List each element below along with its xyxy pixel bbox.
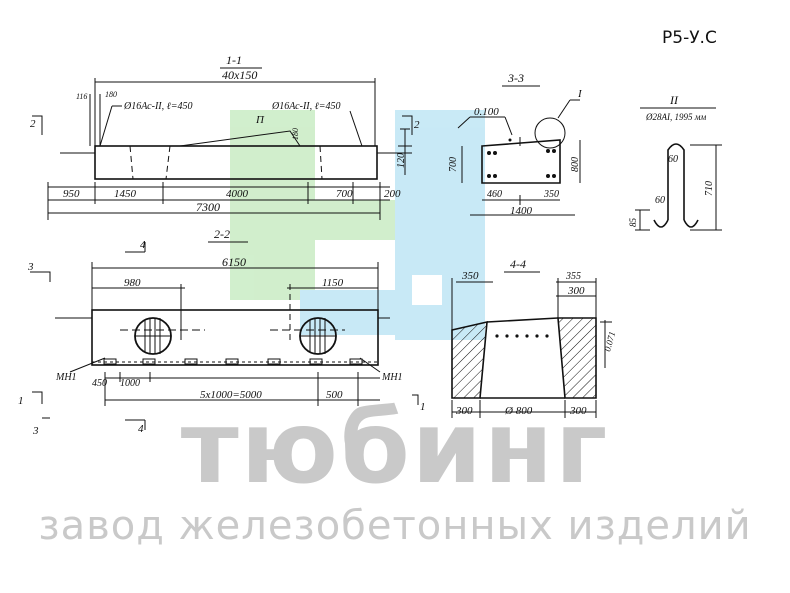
dim-500: 500	[326, 389, 343, 401]
section-3-3-rebars	[487, 138, 556, 178]
dim-1400: 1400	[510, 205, 533, 217]
dim-180-left: 180	[105, 90, 117, 99]
dim-980: 980	[124, 277, 141, 289]
dim-200: 200	[384, 188, 401, 200]
section-3-3-title: 3-3	[507, 71, 524, 85]
section-4-4-rebars	[495, 334, 549, 338]
dim-6150: 6150	[222, 255, 246, 269]
dim-180-right: 180	[291, 128, 300, 140]
dim-4000: 4000	[226, 188, 249, 200]
dim-700: 700	[336, 188, 353, 200]
dim-350-3-3: 350	[543, 189, 559, 200]
inspection-hole-left	[134, 317, 172, 355]
logo-blue-bar	[300, 290, 485, 335]
beam-2-2-body	[91, 309, 379, 366]
dim-350-4-4: 350	[461, 270, 479, 282]
node-II-label: П	[255, 114, 265, 126]
dim-120: 120	[396, 153, 407, 168]
dim-5x1000: 5х1000=5000	[200, 389, 262, 401]
cut-marker-3-bottom: 3	[32, 425, 39, 437]
section-1-1-title: 1-1	[226, 53, 242, 67]
dim-1000: 1000	[120, 378, 140, 389]
wall-left-hatched	[451, 320, 488, 399]
dim-7300: 7300	[196, 200, 220, 214]
dim-diameter-800: Ø 800	[504, 405, 533, 417]
cut-marker-4-top: 4	[140, 239, 146, 251]
drawing-code: Р5-У.С	[662, 28, 717, 48]
dim-460: 460	[487, 189, 502, 200]
logo-green-bar	[230, 200, 420, 240]
cut-marker-2-right: 2	[414, 119, 420, 131]
detail-II-spec: Ø28АI, 1995 мм	[645, 112, 706, 122]
dim-300-right: 300	[569, 405, 587, 417]
dim-700-3-3: 700	[448, 157, 459, 172]
rebar-loop	[667, 143, 685, 220]
dim-300-left: 300	[455, 405, 473, 417]
cut-marker-1-right: 1	[420, 401, 426, 413]
cut-marker-2-left: 2	[30, 118, 36, 130]
wall-right-hatched	[557, 317, 597, 399]
dim-300-top: 300	[567, 285, 585, 297]
dim-1450: 1450	[114, 188, 137, 200]
section-3-3	[457, 99, 581, 216]
section-4-4	[451, 278, 612, 418]
logo-white-cut	[412, 275, 442, 305]
section-2-2	[30, 242, 419, 430]
node-I-label: I	[577, 88, 583, 100]
cut-marker-4-bottom: 4	[138, 423, 144, 435]
embedded-plates-row	[103, 358, 363, 365]
level-mark: 0.100	[474, 106, 499, 118]
rebar-right-label: Ø16Ас-II, ℓ=450	[271, 101, 341, 112]
detail-II-title: II	[669, 93, 679, 107]
beam-1-1-body	[94, 145, 378, 180]
cut-marker-1-left: 1	[18, 395, 24, 407]
dim-710: 710	[704, 181, 715, 196]
section-1-1	[32, 78, 413, 220]
dim-355: 355	[565, 271, 581, 282]
dim-800-3-3: 800	[570, 157, 581, 172]
dim-60-top: 60	[668, 154, 678, 165]
dim-450: 450	[92, 378, 107, 389]
insert-mn1-right: МН1	[381, 372, 403, 383]
node-I-circle	[534, 117, 566, 149]
dim-60-bottom: 60	[655, 195, 665, 206]
section-3-3-outline	[481, 139, 561, 184]
section-1-1-size: 40х150	[222, 68, 257, 82]
dim-116: 116	[76, 92, 87, 101]
inspection-hole-right	[299, 317, 337, 355]
rebar-left-label: Ø16Ас-II, ℓ=450	[123, 101, 193, 112]
watermark-tagline: завод железобетонных изделий	[38, 503, 752, 549]
dim-85: 85	[628, 218, 638, 228]
insert-mn1-left: МН1	[55, 372, 77, 383]
watermark-brand: тюбинг	[180, 389, 610, 506]
section-4-4-title: 4-4	[510, 257, 526, 271]
watermark-logo	[230, 110, 485, 340]
dim-950: 950	[63, 188, 80, 200]
dim-1150: 1150	[322, 277, 344, 289]
detail-II	[635, 143, 722, 231]
cut-marker-3-left: 3	[27, 261, 34, 273]
section-2-2-title: 2-2	[214, 227, 230, 241]
